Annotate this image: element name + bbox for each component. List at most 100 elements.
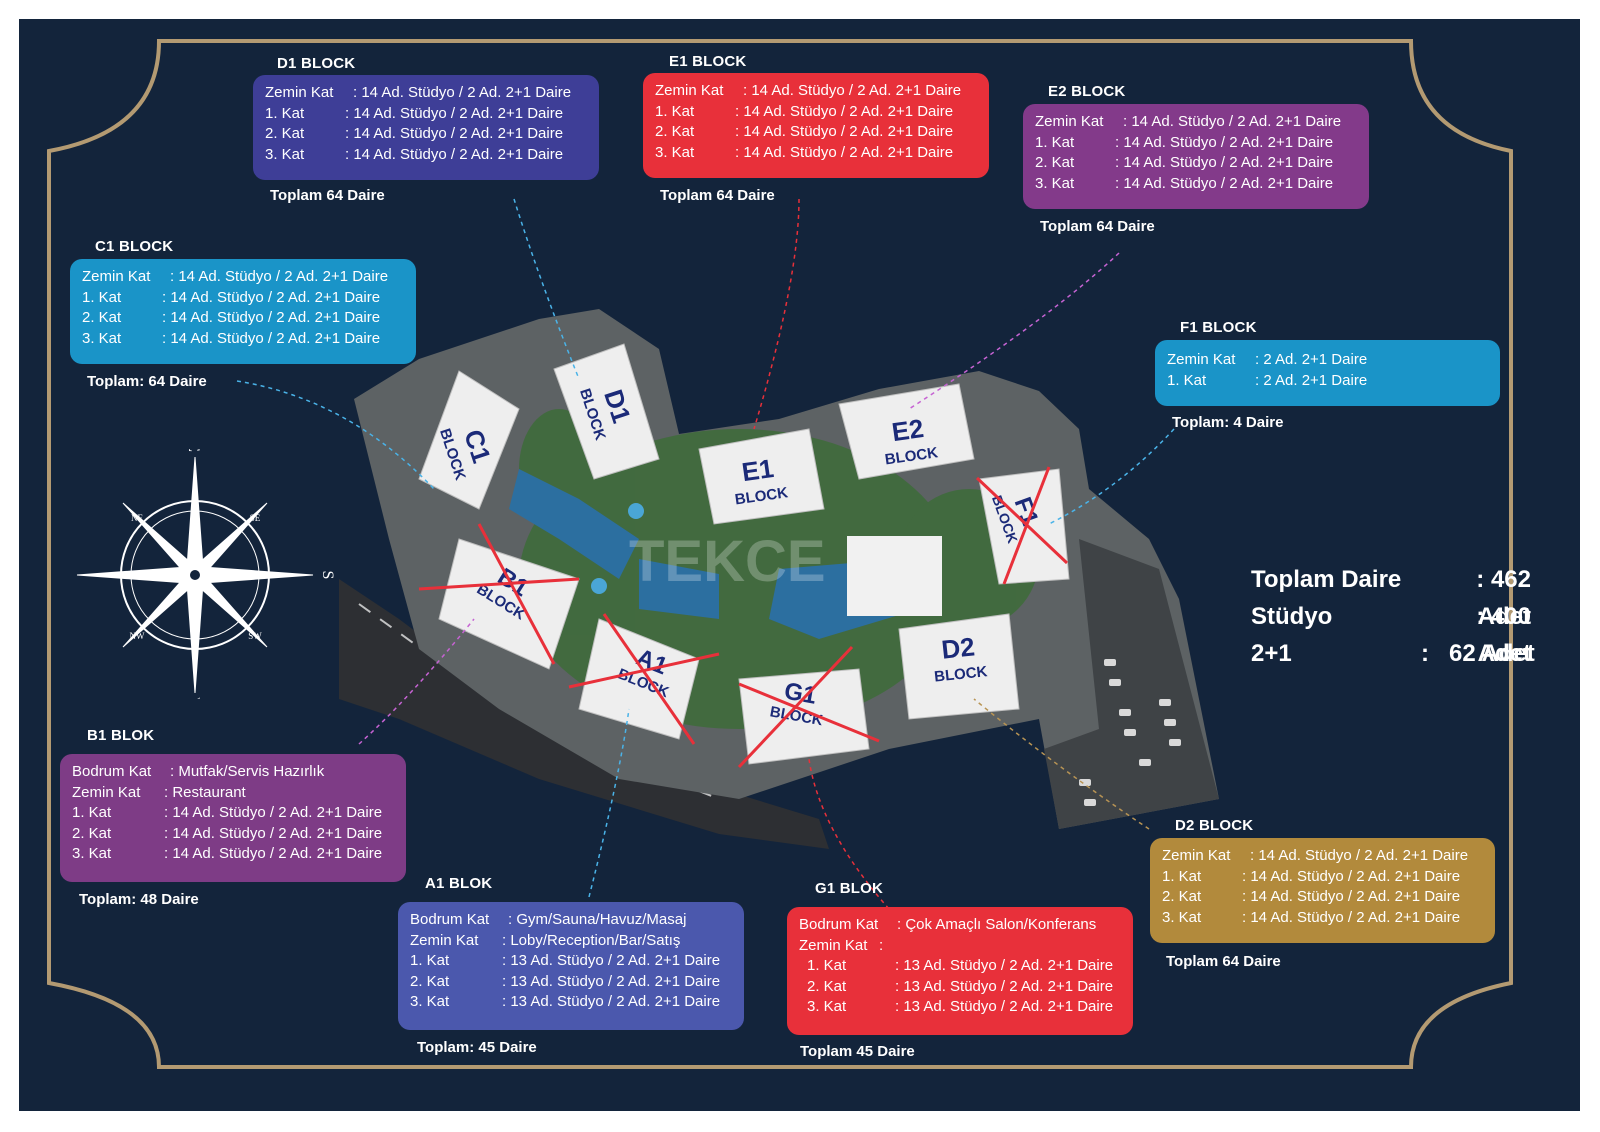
e1-row: 3. Kat: 14 Ad. Stüdyo / 2 Ad. 2+1 Daire: [655, 143, 977, 164]
floor-value: : 13 Ad. Stüdyo / 2 Ad. 2+1 Daire: [895, 977, 1114, 995]
floor-value: : 14 Ad. Stüdyo / 2 Ad. 2+1 Daire: [1115, 154, 1334, 171]
summary-row: Toplam Daire : 462 Adet: [1251, 561, 1531, 630]
summary-value: : 462 Adet: [1476, 566, 1531, 630]
b1-row: 1. Kat: 14 Ad. Stüdyo / 2 Ad. 2+1 Daire: [72, 803, 394, 824]
buildings: [418, 343, 1070, 765]
d1-row: Zemin Kat: 14 Ad. Stüdyo / 2 Ad. 2+1 Dai…: [265, 83, 587, 104]
floor-label: Bodrum Kat: [410, 911, 490, 928]
e1-block-total: Toplam 64 Daire: [660, 187, 775, 204]
e1-row: 2. Kat : 14 Ad. Stüdyo / 2 Ad. 2+1 Daire: [655, 122, 977, 143]
e1-row: Zemin Kat: 14 Ad. Stüdyo / 2 Ad. 2+1 Dai…: [655, 81, 977, 102]
floor-label: 1. Kat: [265, 104, 305, 122]
floor-label: 3. Kat: [655, 143, 695, 161]
floor-label: 1. Kat: [807, 957, 847, 974]
floor-label: 1. Kat: [410, 952, 450, 969]
e1-block-title: E1 BLOCK: [669, 53, 747, 70]
floor-label: Zemin Kat: [1167, 351, 1236, 368]
d2-row: 2. Kat: 14 Ad. Stüdyo / 2 Ad. 2+1 Daire: [1162, 887, 1483, 908]
compass-label-south: S: [319, 571, 336, 580]
d1-row: 2. Kat : 14 Ad. Stüdyo / 2 Ad. 2+1 Daire: [265, 124, 587, 145]
e1-block-panel: Zemin Kat: 14 Ad. Stüdyo / 2 Ad. 2+1 Dai…: [643, 73, 989, 178]
floor-label: 3. Kat: [72, 845, 112, 862]
floor-value: : 13 Ad. Stüdyo / 2 Ad. 2+1 Daire: [502, 952, 721, 969]
building-f1: [978, 468, 1070, 585]
floor-label: 1. Kat: [655, 102, 695, 120]
summary-value: : 62 Adet: [1421, 640, 1535, 667]
floor-label: Bodrum Kat: [72, 763, 152, 780]
floor-label: Zemin Kat: [265, 84, 334, 101]
building-e1: [698, 428, 825, 525]
floor-label: 3. Kat: [265, 145, 305, 163]
compass-label-ne: NE: [131, 513, 143, 523]
floor-value: : Çok Amaçlı Salon/Konferans: [897, 916, 1097, 933]
floor-label: 1. Kat: [1035, 133, 1075, 151]
a1-block-title: A1 BLOK: [425, 875, 493, 892]
d2-block-panel: Zemin Kat: 14 Ad. Stüdyo / 2 Ad. 2+1 Dai…: [1150, 838, 1495, 943]
floor-label: 2. Kat: [82, 309, 122, 326]
a1-block-total: Toplam: 45 Daire: [417, 1039, 537, 1056]
g1-block-total: Toplam 45 Daire: [800, 1043, 915, 1060]
map-label-d2: D2BLOCK: [930, 630, 988, 685]
b1-block-total: Toplam: 48 Daire: [79, 891, 199, 908]
cross-b1-a: [477, 523, 556, 665]
f1-block-total: Toplam: 4 Daire: [1172, 414, 1284, 431]
compass-label-east: E: [185, 449, 202, 452]
floor-value: : 14 Ad. Stüdyo / 2 Ad. 2+1 Daire: [164, 845, 383, 862]
parking-lot: [1044, 539, 1219, 829]
e1-row: 1. Kat: 14 Ad. Stüdyo / 2 Ad. 2+1 Daire: [655, 102, 977, 123]
floor-label: 2. Kat: [265, 125, 305, 142]
leader-f1: [1048, 428, 1175, 525]
floor-value: : 14 Ad. Stüdyo / 2 Ad. 2+1 Daire: [164, 804, 383, 821]
floor-value: : 14 Ad. Stüdyo / 2 Ad. 2+1 Daire: [345, 125, 564, 142]
d1-block-total: Toplam 64 Daire: [270, 187, 385, 204]
floor-value: : Restaurant: [164, 783, 246, 801]
summary-row: 2+1 : 62 Adet: [1251, 635, 1535, 672]
central-pool-building: [847, 536, 942, 616]
d2-row: Zemin Kat: 14 Ad. Stüdyo / 2 Ad. 2+1 Dai…: [1162, 846, 1483, 867]
floor-value: : 14 Ad. Stüdyo / 2 Ad. 2+1 Daire: [1242, 867, 1461, 885]
d1-block-panel: Zemin Kat : 14 Ad. Stüdyo / 2 Ad. 2+1 Dai…: [253, 75, 599, 180]
parked-cars: [1079, 659, 1181, 806]
cancelled-block-crosses: [418, 466, 1069, 769]
a1-block-panel: Bodrum Kat: Gym/Sauna/Havuz/Masaj Zemin …: [398, 902, 744, 1030]
compass-rose-icon: E N S W NE SE SW NW: [76, 449, 336, 699]
floor-value: : 13 Ad. Stüdyo / 2 Ad. 2+1 Daire: [502, 993, 721, 1010]
b1-row: 3. Kat : 14 Ad. Stüdyo / 2 Ad. 2+1 Daire: [72, 844, 394, 865]
summary-value: : 400 Adet: [1476, 603, 1531, 667]
floor-value: :: [879, 936, 884, 954]
floor-label: Zemin Kat: [72, 783, 141, 801]
building-d2: [898, 613, 1020, 720]
floor-value: : 14 Ad. Stüdyo / 2 Ad. 2+1 Daire: [1123, 113, 1342, 130]
floor-label: 3. Kat: [410, 993, 450, 1010]
floor-label: 2. Kat: [655, 123, 695, 140]
a1-row: Bodrum Kat: Gym/Sauna/Havuz/Masaj: [410, 910, 732, 931]
summary-label: Toplam Daire: [1251, 566, 1402, 593]
floor-value: : 14 Ad. Stüdyo / 2 Ad. 2+1 Daire: [735, 123, 954, 140]
floor-label: 2. Kat: [72, 824, 112, 842]
floor-label: 1. Kat: [82, 288, 122, 306]
b1-block-title: B1 BLOK: [87, 727, 155, 744]
compass-label-se: SE: [250, 513, 261, 523]
floor-value: : 14 Ad. Stüdyo / 2 Ad. 2+1 Daire: [1242, 908, 1461, 926]
b1-block-panel: Bodrum Kat: Mutfak/Servis Hazırlık Zemin…: [60, 754, 406, 882]
floor-label: Zemin Kat: [799, 936, 868, 954]
e2-block-title: E2 BLOCK: [1048, 83, 1126, 100]
floor-label: 1. Kat: [1167, 371, 1207, 389]
cross-f1-b: [1002, 466, 1051, 585]
g1-row: Bodrum Kat: Çok Amaçlı Salon/Konferans: [799, 915, 1121, 936]
b1-row: Zemin Kat : Restaurant: [72, 783, 394, 804]
leader-e2: [908, 252, 1120, 410]
building-b1: [438, 538, 580, 670]
floor-label: Zemin Kat: [1035, 113, 1104, 130]
c1-row: 3. Kat: 14 Ad. Stüdyo / 2 Ad. 2+1 Daire: [82, 329, 404, 350]
a1-row: 1. Kat : 13 Ad. Stüdyo / 2 Ad. 2+1 Daire: [410, 951, 732, 972]
summary-label: 2+1: [1251, 640, 1292, 667]
b1-row: 2. Kat: 14 Ad. Stüdyo / 2 Ad. 2+1 Daire: [72, 824, 394, 845]
leader-lines: [236, 198, 1175, 910]
floor-label: 3. Kat: [1035, 174, 1075, 192]
floor-value: : Loby/Reception/Bar/Satış: [502, 931, 681, 949]
c1-block-panel: Zemin Kat: 14 Ad. Stüdyo / 2 Ad. 2+1 Dai…: [70, 259, 416, 364]
floor-value: : 2 Ad. 2+1 Daire: [1255, 351, 1368, 368]
cross-g1-b: [737, 645, 854, 769]
e2-block-panel: Zemin Kat : 14 Ad. Stüdyo / 2 Ad. 2+1 Dai…: [1023, 104, 1369, 209]
